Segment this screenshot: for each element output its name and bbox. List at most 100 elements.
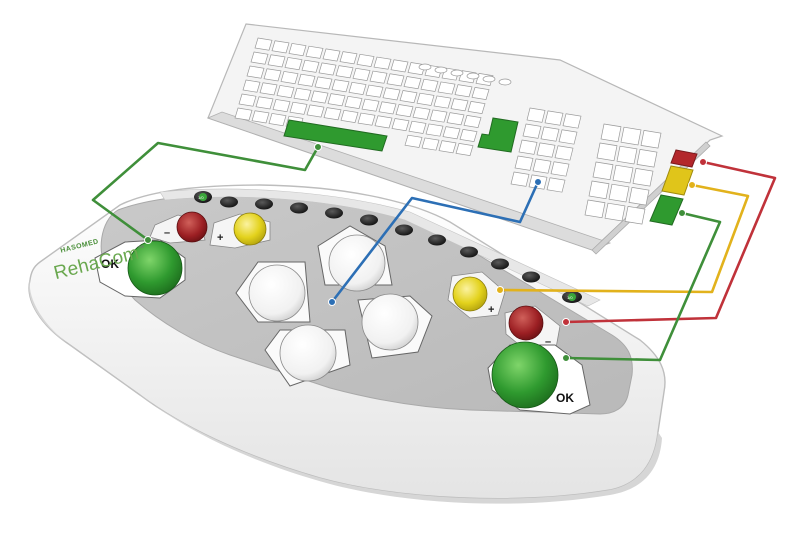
panel-function-key[interactable]	[491, 258, 509, 270]
keyboard-key	[314, 76, 333, 90]
keyboard-green-enter	[477, 117, 519, 153]
wire-yellow	[499, 183, 750, 294]
keyboard-key	[361, 98, 380, 112]
keyboard-key	[272, 99, 291, 113]
keyboard-key	[546, 177, 566, 193]
keyboard-key	[544, 110, 564, 126]
power-label-right: 1/0	[567, 295, 573, 300]
keyboard-media-key	[498, 78, 512, 86]
keyboard-key	[356, 53, 375, 67]
keyboard-key	[540, 126, 560, 142]
keyboard-media-key	[434, 66, 448, 74]
keyboard-media-key	[482, 75, 496, 83]
keyboard-key	[352, 67, 371, 81]
keyboard-key	[327, 93, 346, 107]
ok-button-left[interactable]: OK	[94, 239, 186, 299]
keyboard-key	[425, 123, 444, 137]
keyboard-key	[318, 62, 337, 76]
panel-function-key[interactable]	[522, 271, 540, 283]
minus-button-right[interactable]: –	[504, 305, 561, 353]
keyboard-key	[514, 155, 534, 171]
wire-green-left	[91, 141, 320, 242]
ok-label-right: OK	[556, 391, 574, 405]
panel-function-key[interactable]	[460, 246, 478, 258]
keyboard-key	[620, 126, 642, 146]
keyboard-key	[608, 183, 630, 203]
keyboard-key	[454, 84, 473, 98]
minus-label-left: –	[164, 227, 170, 239]
keyboard-key	[288, 43, 307, 57]
keyboard-key	[251, 110, 270, 124]
keyboard-key	[301, 59, 320, 73]
brand-trademark: ™	[136, 244, 146, 254]
keyboard-key	[640, 130, 662, 149]
keyboard-key	[562, 113, 582, 129]
keyboard-key	[348, 81, 367, 95]
keyboard-key	[255, 96, 274, 110]
keyboard-key	[284, 57, 303, 71]
panel-function-key[interactable]	[325, 207, 343, 219]
keyboard-key	[378, 101, 397, 115]
keyboard-key	[382, 87, 401, 101]
arrow-button-right[interactable]	[357, 293, 433, 359]
keyboard-key	[616, 145, 638, 165]
keyboard-key	[335, 65, 354, 79]
panel-function-key[interactable]	[220, 196, 238, 208]
keyboard-key	[604, 202, 626, 222]
panel-function-key[interactable]	[360, 214, 378, 226]
keyboard-keys	[234, 37, 662, 225]
keyboard-key	[600, 123, 622, 143]
ok-button-right[interactable]: OK	[487, 341, 591, 415]
keyboard-key	[395, 104, 414, 118]
panel-function-key[interactable]	[255, 198, 273, 210]
keyboard-key	[596, 142, 618, 162]
keyboard-key	[238, 93, 257, 107]
keyboard-key	[391, 118, 410, 132]
panel-function-key[interactable]	[395, 224, 413, 236]
keyboard-key	[306, 104, 325, 118]
keyboard-key	[408, 120, 427, 134]
keyboard	[206, 23, 724, 255]
keyboard-key	[297, 73, 316, 87]
keyboard-key	[532, 158, 552, 174]
keyboard-key	[339, 51, 358, 65]
keyboard-key	[558, 129, 578, 145]
keyboard-key	[636, 149, 658, 168]
power-key-right[interactable]: 1/0	[562, 291, 582, 303]
keyboard-media-key	[466, 72, 480, 80]
keyboard-green-spacebar	[283, 119, 388, 152]
keyboard-key	[246, 65, 265, 79]
keyboard-key	[632, 168, 654, 187]
keyboard-key	[628, 187, 650, 206]
minus-label-right: –	[545, 336, 551, 348]
keyboard-key	[459, 128, 478, 142]
keyboard-key	[536, 142, 556, 158]
keyboard-key	[373, 56, 392, 70]
plus-button-left[interactable]: +	[209, 212, 271, 249]
keyboard-key	[450, 98, 469, 112]
keyboard-media-key	[418, 63, 432, 71]
keyboard-key	[267, 54, 286, 68]
plus-button-right[interactable]: +	[447, 271, 506, 319]
keyboard-key	[510, 171, 530, 187]
panel-function-key[interactable]	[290, 202, 308, 214]
arrow-button-up[interactable]	[317, 225, 393, 292]
keyboard-key	[386, 73, 405, 87]
arrow-button-left[interactable]	[235, 261, 311, 323]
keyboard-key	[263, 68, 282, 82]
keyboard-key	[310, 90, 329, 104]
panel-function-key[interactable]	[428, 234, 446, 246]
keyboard-key	[550, 161, 570, 177]
keyboard-key	[438, 140, 457, 154]
keyboard-key	[429, 109, 448, 123]
wire-blue	[330, 181, 540, 303]
keyboard-front-edge	[206, 111, 612, 251]
keyboard-media-key	[450, 69, 464, 77]
keyboard-key	[584, 199, 606, 219]
arrow-button-down[interactable]	[264, 324, 351, 387]
keyboard-key	[271, 40, 290, 54]
keyboard-key	[289, 101, 308, 115]
keyboard-key	[340, 109, 359, 123]
power-key-left[interactable]: 1/0	[194, 191, 212, 203]
